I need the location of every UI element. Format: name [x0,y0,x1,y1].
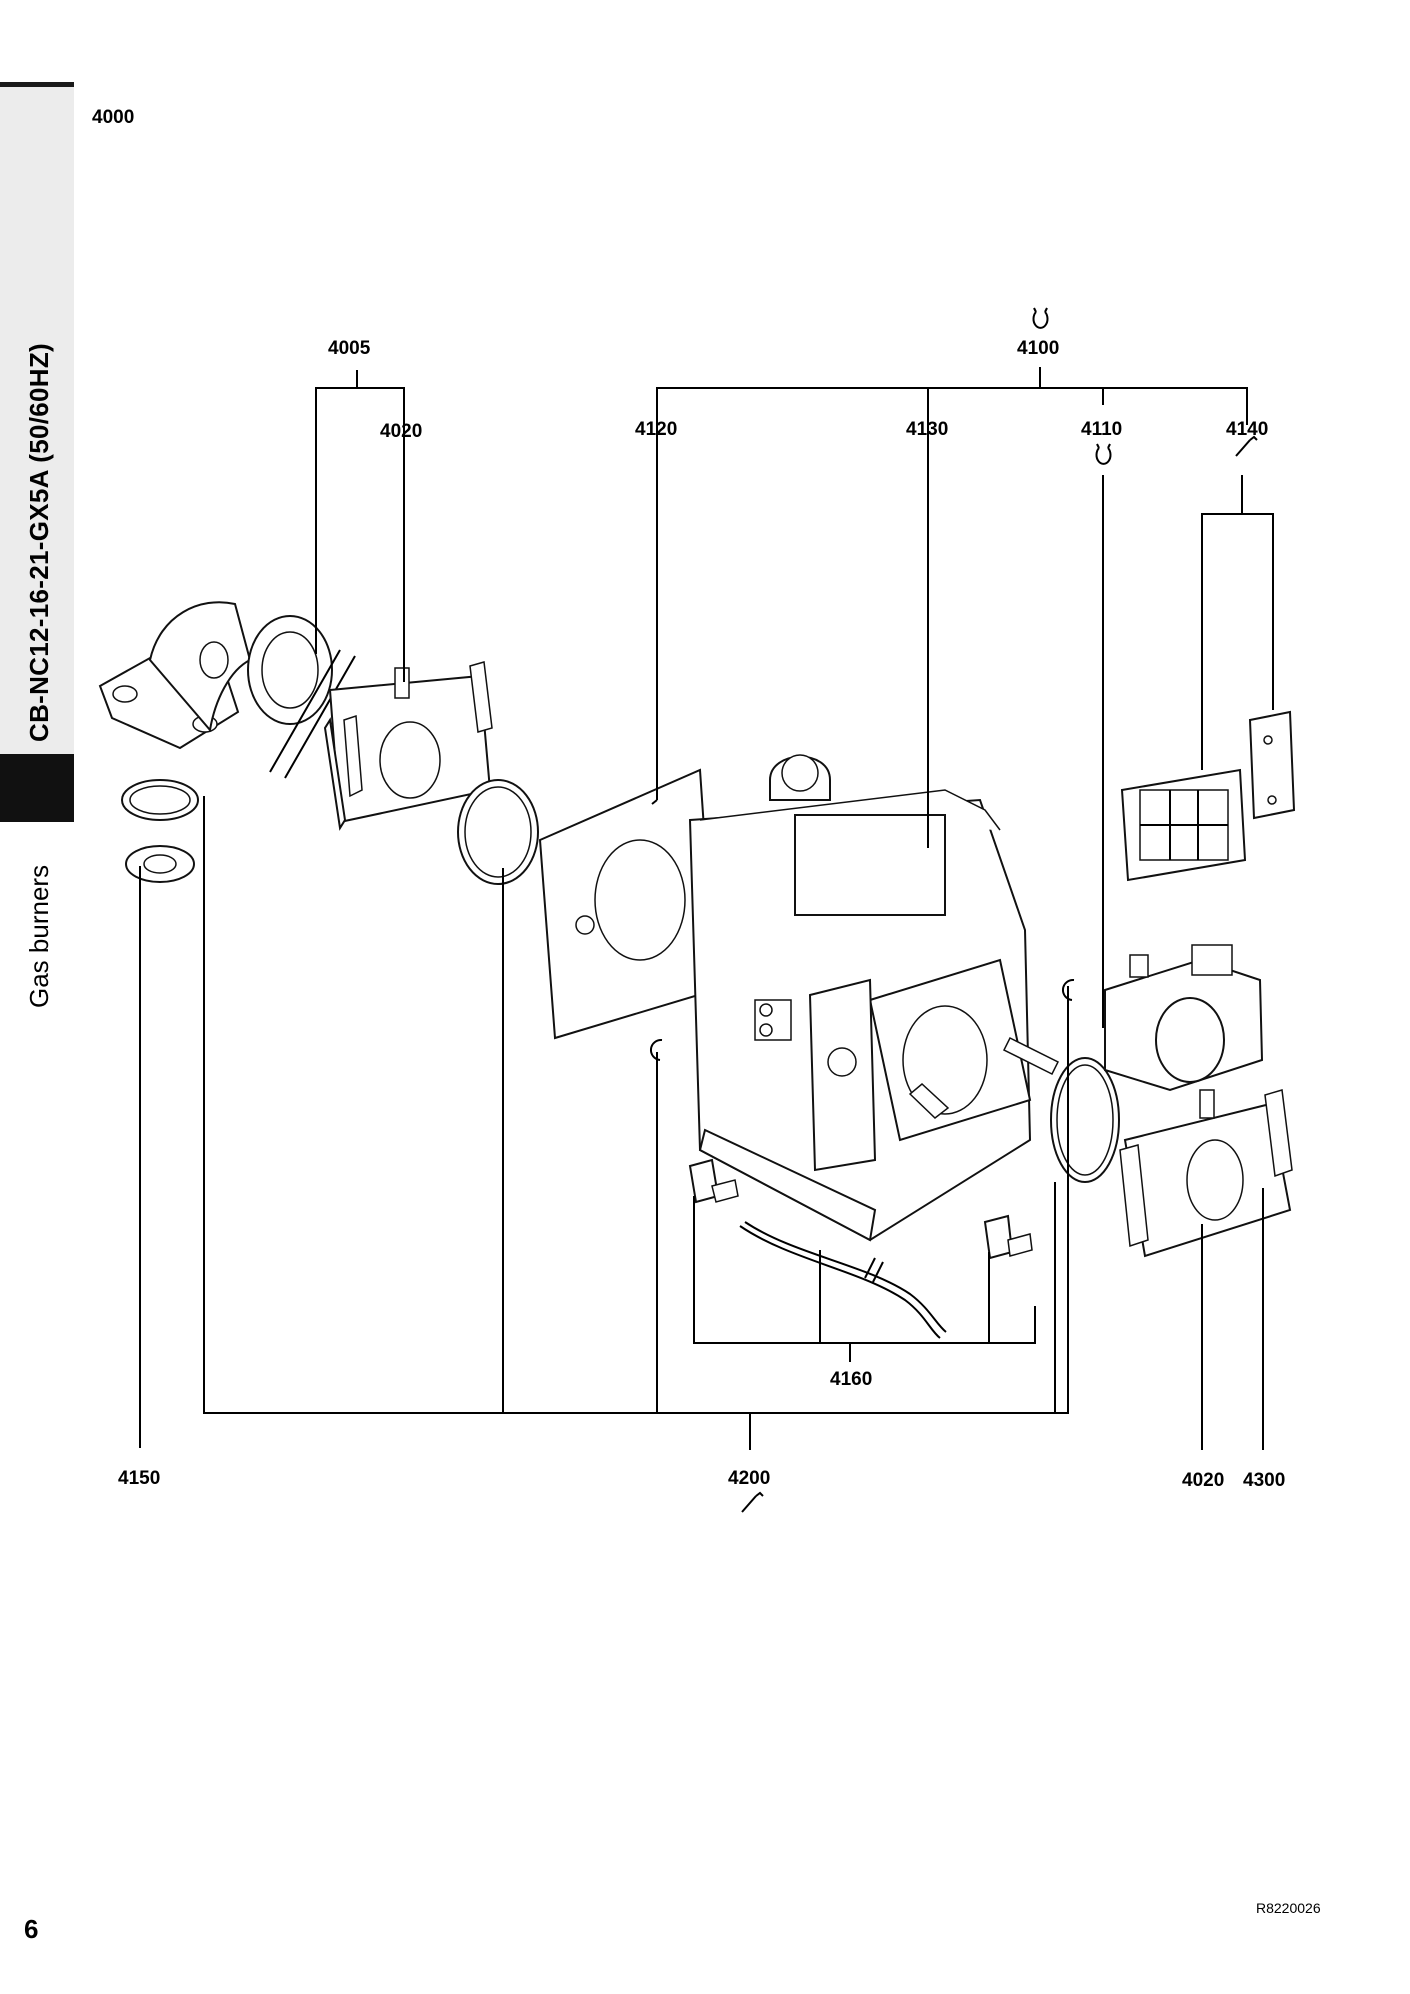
label-4120: 4120 [635,419,677,440]
label-4160: 4160 [830,1369,872,1390]
label-4140: 4140 [1226,419,1268,440]
actuator-part [1104,944,1264,1092]
elbow-flange-part [98,601,356,779]
wrench-icon [741,1491,764,1513]
test-nipple-right [983,1214,1033,1260]
sidebar: CB-NC12-16-21-GX5A (50/60HZ) Gas burners [0,0,74,1994]
outlet-flange-part [1119,1089,1293,1258]
label-4020-top: 4020 [380,421,422,442]
multibloc-valve-part [538,754,1060,1242]
label-4100: 4100 [1017,338,1059,359]
label-4020-bottom: 4020 [1182,1470,1224,1491]
o-ring-icon [1095,443,1112,465]
section-tab-marker [0,754,74,822]
filter-part [1120,710,1296,882]
page-heading: 4000 [92,107,135,128]
test-hose [739,1225,941,1339]
inlet-flange-part [323,661,493,831]
page-number: 6 [24,1914,39,1944]
drawing-reference: R8220026 [1256,1900,1321,1916]
sidebar-band [0,84,74,754]
label-4005: 4005 [328,338,371,359]
label-4200: 4200 [728,1468,770,1489]
label-4150: 4150 [118,1468,160,1489]
leader-lines [139,367,1274,1450]
sidebar-top-rule [0,82,74,87]
label-4130: 4130 [906,419,948,440]
label-4110: 4110 [1081,419,1122,440]
test-nipple-left [688,1158,739,1204]
label-4300: 4300 [1243,1470,1285,1491]
wrench-icon [1235,435,1258,457]
o-ring-icon [1032,307,1049,329]
